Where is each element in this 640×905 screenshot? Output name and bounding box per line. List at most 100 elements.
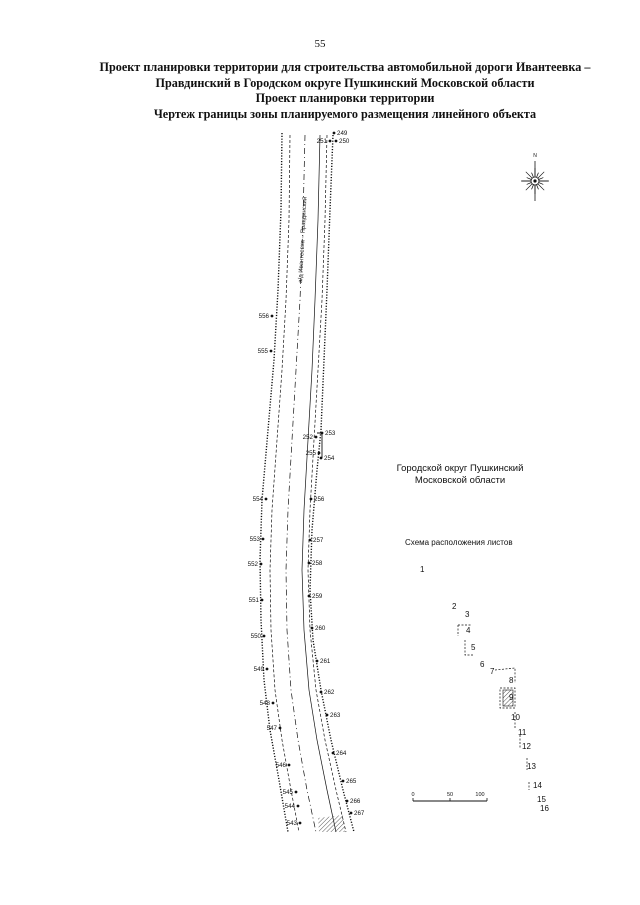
boundary-points: 5565555545535525515505495485475465455445… — [248, 130, 365, 827]
boundary-point-label: 263 — [330, 712, 341, 719]
boundary-point-marker — [310, 626, 314, 630]
boundary-point-marker — [269, 349, 273, 353]
scheme-sheet-number: 1 — [420, 565, 425, 574]
boundary-point-marker — [331, 751, 335, 755]
boundary-point-label: 252 — [303, 434, 314, 441]
compass-north-label: N — [533, 153, 537, 159]
boundary-point-marker — [319, 690, 323, 694]
boundary-point-marker — [315, 659, 319, 663]
zone-boundary-line — [309, 134, 355, 833]
boundary-point-label: 262 — [324, 689, 335, 696]
boundary-point-marker — [287, 763, 291, 767]
boundary-point-label: 549 — [254, 666, 265, 673]
scheme-sheet-frame — [457, 624, 472, 636]
boundary-point-label: 251 — [317, 138, 328, 145]
scheme-sheet-number: 15 — [537, 795, 546, 804]
road-lines — [269, 134, 347, 833]
boundary-point-label: 253 — [325, 430, 336, 437]
boundary-point-marker — [262, 634, 266, 638]
scheme-sheet-number: 2 — [452, 602, 457, 611]
boundary-point-marker — [325, 713, 329, 717]
compass-icon: N — [521, 153, 549, 201]
scheme-sheet-number: 4 — [466, 626, 471, 635]
title-line: Чертеж границы зоны планируемого размеще… — [153, 106, 537, 121]
title-line: Проект планировки территории — [255, 91, 435, 105]
boundary-point-marker — [349, 811, 353, 815]
scheme-sheet-frames — [457, 624, 530, 790]
scale-label: 50 — [447, 792, 453, 798]
scheme-sheet-number: 16 — [540, 804, 549, 813]
road-name-label: а/д Ивантеевка – Правдинский — [297, 197, 309, 283]
boundary-point-label: 249 — [337, 130, 348, 137]
scheme-sheet-number: 14 — [533, 781, 542, 790]
boundary-point-label: 257 — [313, 537, 324, 544]
boundary-point-label: 546 — [276, 762, 287, 769]
boundary-point-label: 264 — [336, 750, 347, 757]
boundary-point-label: 543 — [287, 820, 298, 827]
boundary-point-label: 254 — [324, 455, 335, 462]
boundary-point-marker — [296, 804, 300, 808]
title-line: Правдинский в Городском округе Пушкински… — [155, 75, 535, 90]
boundary-point-marker — [341, 779, 345, 783]
boundary-point-label: 550 — [251, 633, 262, 640]
page-number: 55 — [314, 38, 326, 50]
scheme-sheet-number: 11 — [518, 728, 527, 737]
boundary-point-label: 265 — [346, 778, 357, 785]
district-line: Городской округ Пушкинский — [396, 463, 524, 474]
boundary-point-marker — [294, 790, 298, 794]
title-line: Проект планировки территории для строите… — [99, 60, 591, 74]
boundary-point-marker — [271, 701, 275, 705]
boundary-point-label: 266 — [350, 798, 361, 805]
scheme-sheet-frame — [464, 640, 473, 656]
scheme-sheet-number: 7 — [490, 667, 495, 676]
boundary-point-marker — [309, 497, 313, 501]
boundary-point-marker — [278, 726, 282, 730]
boundary-point-marker — [307, 594, 311, 598]
boundary-point-marker — [308, 538, 312, 542]
scheme-sheet-number: 3 — [465, 610, 470, 619]
road-hatch — [318, 815, 345, 832]
boundary-point-marker — [328, 139, 332, 143]
boundary-point-marker — [298, 821, 302, 825]
scheme-sheet-number: 8 — [509, 676, 514, 685]
boundary-point-marker — [334, 139, 338, 143]
boundary-point-marker — [317, 451, 321, 455]
boundary-point-marker — [332, 131, 336, 135]
road-line — [285, 134, 317, 833]
boundary-point-marker — [261, 537, 265, 541]
scale-label: 100 — [475, 792, 484, 798]
district-line: Московской области — [414, 475, 506, 486]
boundary-point-label: 255 — [306, 450, 317, 457]
boundary-point-label: 545 — [283, 789, 294, 796]
scale-bar: 0 50 100 — [411, 792, 488, 802]
scheme-title: Схема расположения листов — [405, 538, 513, 547]
boundary-point-marker — [265, 667, 269, 671]
boundary-point-label: 548 — [260, 700, 271, 707]
boundary-point-marker — [264, 497, 268, 501]
zone-boundary-line — [259, 132, 289, 833]
boundary-point-label: 555 — [258, 348, 269, 355]
boundary-point-label: 267 — [354, 810, 365, 817]
scheme-sheet-number: 9 — [509, 693, 514, 702]
road-line — [307, 134, 347, 833]
boundary-point-marker — [319, 456, 323, 460]
boundary-point-marker — [270, 314, 274, 318]
boundary-point-marker — [259, 562, 263, 566]
boundary-point-label: 258 — [312, 560, 323, 567]
scheme-sheet-frame — [499, 687, 516, 709]
scheme-sheet-number: 6 — [480, 660, 485, 669]
document-title: Проект планировки территории для строите… — [60, 60, 630, 122]
boundary-point-marker — [307, 561, 311, 565]
boundary-point-label: 552 — [248, 561, 259, 568]
boundary-point-label: 551 — [249, 597, 260, 604]
boundary-point-label: 544 — [285, 803, 296, 810]
boundary-point-label: 553 — [250, 536, 261, 543]
boundary-point-label: 260 — [315, 625, 326, 632]
district-caption: Городской округ Пушкинский Московской об… — [370, 463, 550, 487]
scheme-sheet-number: 10 — [511, 713, 520, 722]
boundary-point-marker — [260, 598, 264, 602]
scheme-sheet-number: 5 — [471, 643, 476, 652]
